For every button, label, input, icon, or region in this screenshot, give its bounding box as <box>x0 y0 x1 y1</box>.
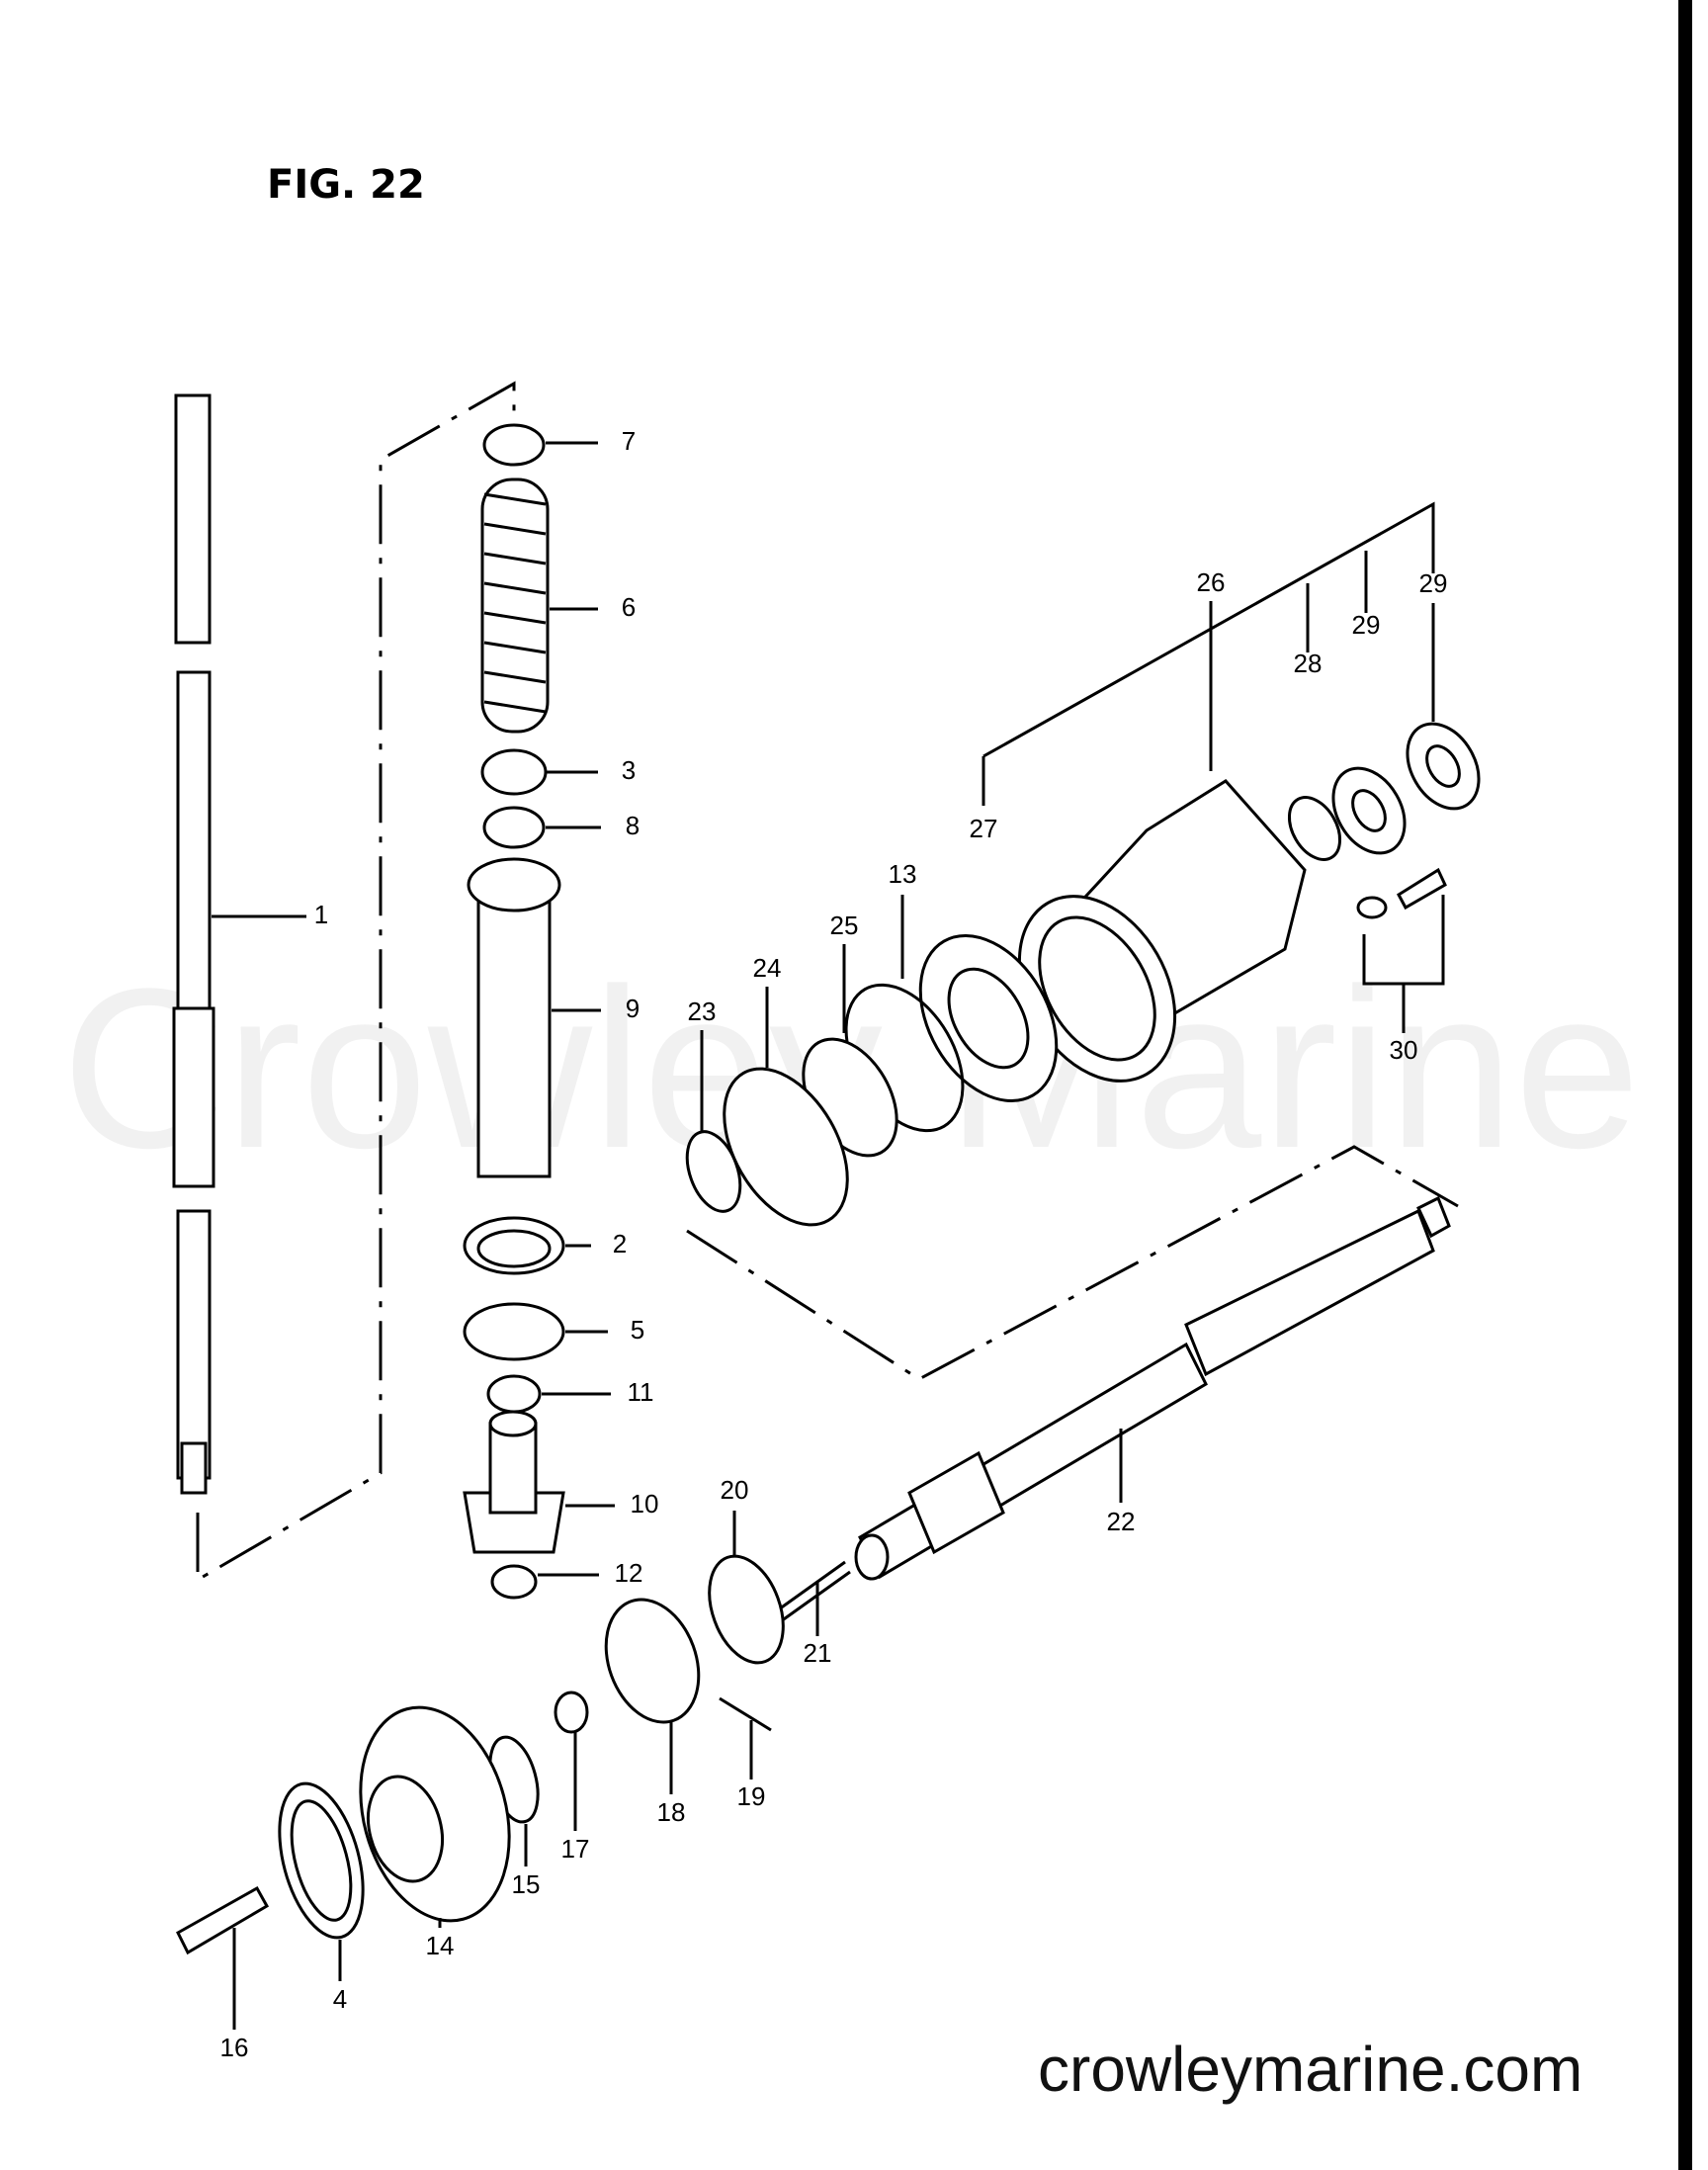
callout-5: 5 <box>631 1315 644 1345</box>
part-7-circlip[interactable] <box>482 423 598 467</box>
callout-24: 24 <box>753 953 782 983</box>
callout-30: 30 <box>1390 1035 1418 1065</box>
part-27-ball-bearing[interactable] <box>893 911 1084 1125</box>
callout-17: 17 <box>561 1834 590 1864</box>
callout-14: 14 <box>426 1931 455 1960</box>
part-26-propeller-shaft-housing[interactable] <box>987 601 1307 1109</box>
part-18-clutch-dog[interactable] <box>590 1587 715 1794</box>
callout-4: 4 <box>333 1984 347 2014</box>
callout-27: 27 <box>970 814 998 843</box>
part-11-washer[interactable] <box>486 1374 611 1414</box>
part-9-bushing[interactable] <box>467 857 601 1178</box>
part-29-oil-seal[interactable] <box>1319 755 1418 866</box>
callout-15: 15 <box>512 1869 541 1899</box>
part-24-forward-gear[interactable] <box>699 987 873 1246</box>
part-28-needle-bearing[interactable] <box>1279 789 1350 869</box>
part-21-spring[interactable] <box>775 1560 851 1636</box>
callout-2: 2 <box>613 1229 627 1259</box>
part-17-plunger[interactable] <box>554 1691 589 1831</box>
callout-29-outer: 29 <box>1419 568 1448 598</box>
part-10-pinion-gear[interactable] <box>463 1410 615 1554</box>
callout-16: 16 <box>220 2033 249 2062</box>
part-12-nut[interactable] <box>490 1564 599 1600</box>
callout-11: 11 <box>628 1377 654 1407</box>
part-30-bolt-and-washer[interactable] <box>1356 867 1447 1033</box>
callout-23: 23 <box>688 997 717 1026</box>
part-20-spring-retainer[interactable] <box>696 1511 797 1673</box>
part-4-shim[interactable] <box>265 1775 379 1981</box>
callout-1: 1 <box>314 900 328 929</box>
callout-26: 26 <box>1197 567 1226 597</box>
part-3-washer[interactable] <box>480 748 598 796</box>
callout-3: 3 <box>622 755 636 785</box>
callout-13: 13 <box>889 859 917 889</box>
part-29-oil-seal-outer[interactable] <box>1393 603 1493 822</box>
part-1-drive-shaft[interactable] <box>172 393 306 1495</box>
part-19-pin[interactable] <box>719 1696 772 1779</box>
group-bracket-27 <box>982 501 1435 758</box>
callout-25: 25 <box>830 911 859 940</box>
callout-20: 20 <box>721 1475 749 1505</box>
callout-19: 19 <box>737 1781 766 1811</box>
page-edge-bar <box>1678 0 1692 2170</box>
callout-29: 29 <box>1352 610 1381 640</box>
figure-title: FIG. 22 <box>267 162 425 208</box>
callout-21: 21 <box>804 1638 832 1668</box>
part-8-circlip[interactable] <box>482 806 601 849</box>
part-16-pin[interactable] <box>176 1885 270 2030</box>
assembly-guide-line <box>196 381 516 1583</box>
part-5-snap-ring[interactable] <box>463 1302 608 1361</box>
callout-18: 18 <box>657 1797 686 1827</box>
callout-10: 10 <box>631 1489 659 1519</box>
part-2-retainer[interactable] <box>463 1216 591 1275</box>
callout-8: 8 <box>626 811 640 840</box>
part-23-shim[interactable] <box>677 1030 750 1219</box>
callout-6: 6 <box>622 592 636 622</box>
part-6-spring[interactable] <box>480 477 598 734</box>
callout-7: 7 <box>622 426 636 456</box>
callout-22: 22 <box>1107 1507 1136 1536</box>
assembly-guide-line-right <box>686 1145 1459 1381</box>
callout-9: 9 <box>626 994 640 1023</box>
website-link[interactable]: crowleymarine.com <box>1038 2034 1582 2105</box>
callout-28: 28 <box>1294 649 1323 678</box>
part-22-propeller-shaft[interactable] <box>854 1195 1451 1581</box>
part-14-reverse-gear[interactable] <box>338 1691 532 1938</box>
callout-12: 12 <box>615 1558 643 1588</box>
